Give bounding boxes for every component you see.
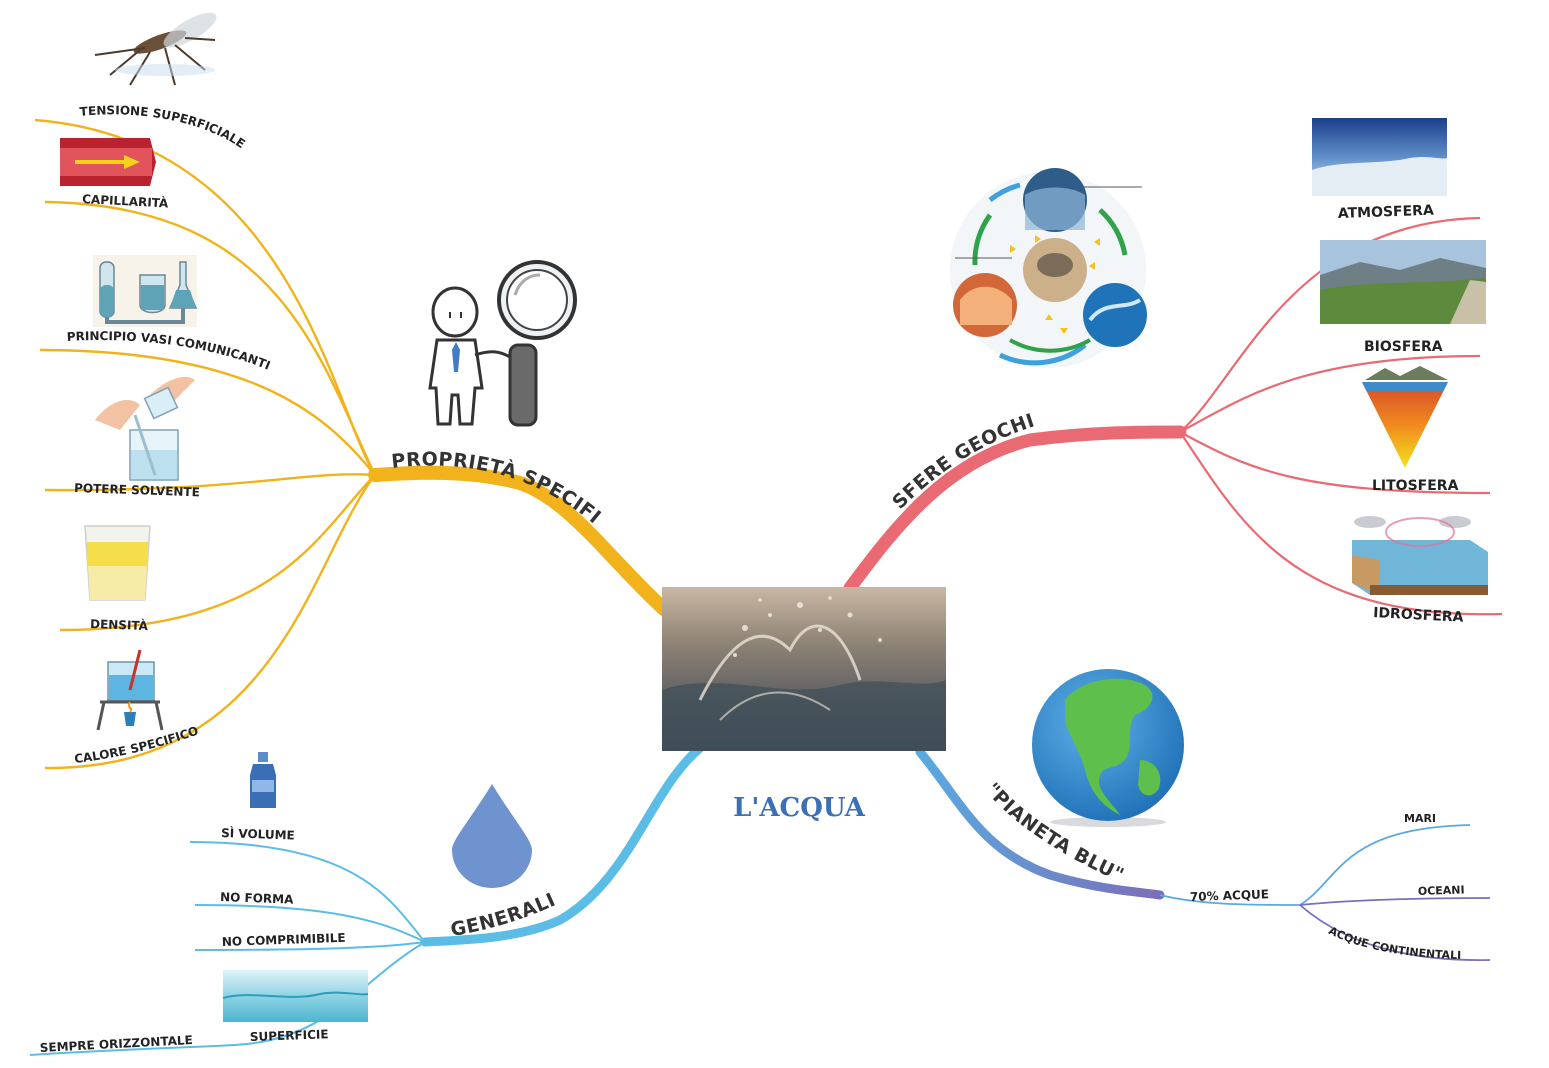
item-calore-specifico-text: CALORE SPECIFICO [74, 724, 201, 766]
item-acque-continentali-text: ACQUE CONTINENTALI [1327, 924, 1462, 962]
mosquito-icon [95, 6, 221, 85]
geosphere-cycle-icon [950, 168, 1147, 368]
item-capillarita: CAPILLARITÀ [82, 191, 170, 211]
capillary-tube-icon [60, 138, 156, 186]
branch-proprieta-connector [375, 473, 665, 610]
magnifier-person-icon [430, 262, 575, 425]
item-sempre-orizzontale: SEMPRE ORIZZONTALE [39, 1033, 193, 1055]
water-drop-icon [452, 784, 532, 888]
item-no-comprimibile: NO COMPRIMIBILE [222, 931, 346, 949]
branch-sfere-connector [850, 432, 1180, 588]
biosphere-photo-icon [1320, 240, 1486, 324]
branch-label-proprieta: PROPRIETÀ SPECIFICHE [0, 0, 605, 528]
item-calore-specifico: CALORE SPECIFICO [74, 724, 201, 766]
branch-label-proprieta-text: PROPRIETÀ SPECIFICHE [0, 0, 605, 528]
communicating-vessels-icon [93, 255, 197, 327]
heated-beaker-icon [98, 650, 162, 730]
item-mari: MARI [1404, 812, 1436, 825]
item-si-volume: SÌ VOLUME [221, 825, 295, 843]
hydrosphere-diagram-icon [1352, 516, 1488, 595]
density-glass-icon [85, 526, 150, 600]
item-70-acque: 70% ACQUE [1190, 887, 1270, 904]
item-acque-continentali: ACQUE CONTINENTALI [1327, 924, 1462, 962]
lithosphere-layers-icon [1362, 366, 1448, 468]
item-densita: DENSITÀ [90, 616, 149, 633]
center-title: L'ACQUA [733, 793, 866, 823]
item-potere-solvente: POTERE SOLVENTE [74, 481, 200, 499]
water-surface-photo-icon [223, 970, 368, 1022]
earth-globe-icon [1032, 669, 1184, 827]
item-atmosfera: ATMOSFERA [1338, 203, 1435, 222]
item-biosfera: BIOSFERA [1364, 339, 1443, 355]
proprieta-sub-branches [35, 120, 375, 768]
item-oceani: OCEANI [1418, 883, 1465, 898]
water-splash-photo-icon [662, 587, 946, 751]
solvent-pouring-icon [95, 377, 195, 480]
item-idrosfera: IDROSFERA [1373, 605, 1464, 626]
item-litosfera: LITOSFERA [1372, 478, 1459, 494]
water-bottle-icon [250, 752, 276, 808]
item-superficie: SUPERFICIE [250, 1027, 329, 1044]
item-no-forma: NO FORMA [220, 890, 294, 907]
atmosphere-photo-icon [1312, 118, 1447, 196]
